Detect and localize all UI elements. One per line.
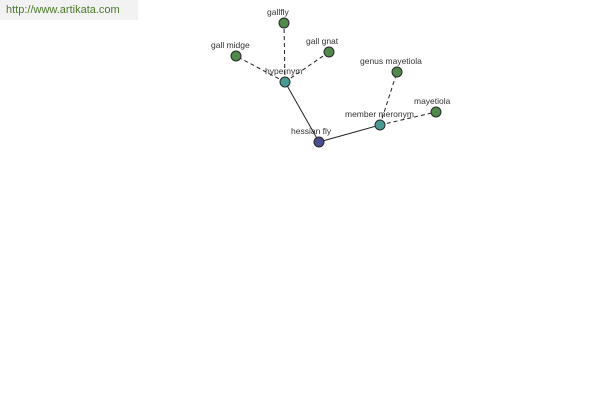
node-gall-gnat[interactable] <box>323 46 335 58</box>
node-gallfly[interactable] <box>278 17 290 29</box>
label-gall-gnat: gall gnat <box>306 36 339 46</box>
edge-hessian-fly-to-member-meronym <box>318 124 381 143</box>
label-gallfly: gallfly <box>267 7 289 17</box>
label-member-meronym: member meronym <box>345 109 414 119</box>
edge-member-meronym-to-mayetiola <box>379 111 437 126</box>
edges-layer <box>235 22 437 143</box>
label-hypernym: hypernym <box>265 66 302 76</box>
nodes-layer <box>230 17 442 148</box>
edge-hessian-fly-to-hypernym <box>284 81 320 143</box>
label-mayetiola: mayetiola <box>414 96 451 106</box>
node-hessian-fly[interactable] <box>313 136 325 148</box>
edge-hypernym-to-gallfly <box>283 22 286 83</box>
edge-hypernym-to-gall-gnat <box>284 51 330 83</box>
edge-hypernym-to-gall-midge <box>235 55 286 83</box>
labels-layer: hessian fly hypernym member meronym gall… <box>211 7 451 136</box>
edge-member-meronym-to-genus-mayetiola <box>379 71 398 126</box>
node-member-meronym[interactable] <box>374 119 386 131</box>
node-mayetiola[interactable] <box>430 106 442 118</box>
label-gall-midge: gall midge <box>211 40 250 50</box>
node-gall-midge[interactable] <box>230 50 242 62</box>
node-genus-mayetiola[interactable] <box>391 66 403 78</box>
label-hessian-fly: hessian fly <box>291 126 332 136</box>
site-url-banner[interactable]: http://www.artikata.com <box>0 0 138 20</box>
node-hypernym[interactable] <box>279 76 291 88</box>
label-genus-mayetiola: genus mayetiola <box>360 56 422 66</box>
